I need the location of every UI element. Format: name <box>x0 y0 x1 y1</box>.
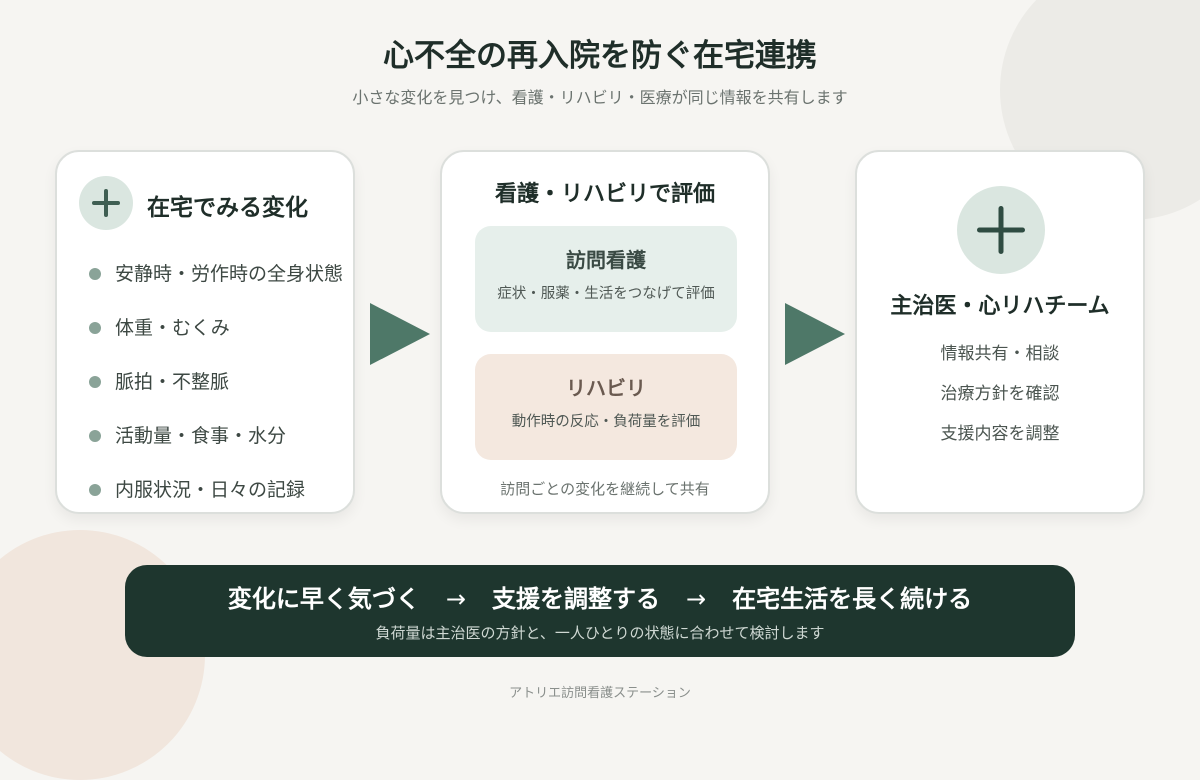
evaluation-footer: 訪問ごとの変化を継続して共有 <box>500 480 710 498</box>
arrow-right-icon: → <box>445 585 466 613</box>
list-item: 活動量・食事・水分 <box>87 424 343 478</box>
banner-step: 在宅生活を長く続ける <box>732 585 973 613</box>
bullet-dot <box>89 268 101 280</box>
evaluation-card: 看護・リハビリで評価 訪問看護 症状・服薬・生活をつなげて評価 リハビリ 動作時… <box>440 150 770 514</box>
plus-icon <box>79 176 133 230</box>
list-item: 支援内容を調整 <box>940 424 1060 444</box>
plus-icon <box>957 186 1045 274</box>
home-changes-card: 在宅でみる変化 安静時・労作時の全身状態 体重・むくみ 脈拍・不整脈 活動量・食… <box>55 150 355 514</box>
list-item-text: 内服状況・日々の記録 <box>115 479 306 501</box>
list-item-text: 体重・むくみ <box>115 317 230 339</box>
banner-step: 支援を調整する <box>492 585 660 613</box>
page-title: 心不全の再入院を防ぐ在宅連携 <box>383 38 817 74</box>
list-item-text: 安静時・労作時の全身状態 <box>115 263 344 285</box>
evaluation-heading: 看護・リハビリで評価 <box>494 182 715 207</box>
list-item: 情報共有・相談 <box>940 344 1060 364</box>
rehab-title: リハビリ <box>566 376 646 400</box>
page-subtitle: 小さな変化を見つけ、看護・リハビリ・医療が同じ情報を共有します <box>352 88 848 107</box>
list-item: 治療方針を確認 <box>940 384 1060 404</box>
footer-organization: アトリエ訪問看護ステーション <box>509 686 691 701</box>
care-team-heading: 主治医・心リハチーム <box>890 294 1110 319</box>
bullet-dot <box>89 430 101 442</box>
bullet-dot <box>89 376 101 388</box>
list-item-text: 活動量・食事・水分 <box>115 425 287 447</box>
banner-steps: 変化に早く気づく → 支援を調整する → 在宅生活を長く続ける <box>125 579 1075 614</box>
bullet-dot <box>89 484 101 496</box>
list-item-text: 脈拍・不整脈 <box>115 371 230 393</box>
summary-banner: 変化に早く気づく → 支援を調整する → 在宅生活を長く続ける 負荷量は主治医の方針と、… <box>125 565 1075 657</box>
home-changes-list: 安静時・労作時の全身状態 体重・むくみ 脈拍・不整脈 活動量・食事・水分 内服状… <box>87 262 343 532</box>
care-team-card: 主治医・心リハチーム 情報共有・相談 治療方針を確認 支援内容を調整 <box>855 150 1145 514</box>
list-item: 体重・むくみ <box>87 316 343 370</box>
rehab-desc: 動作時の反応・負荷量を評価 <box>511 414 701 430</box>
home-nursing-title: 訪問看護 <box>566 248 646 272</box>
triangle-right-icon <box>370 303 430 369</box>
banner-step: 変化に早く気づく <box>227 585 420 613</box>
list-item: 脈拍・不整脈 <box>87 370 343 424</box>
list-item: 安静時・労作時の全身状態 <box>87 262 343 316</box>
home-nursing-box: 訪問看護 症状・服薬・生活をつなげて評価 <box>475 226 737 332</box>
bullet-dot <box>89 322 101 334</box>
list-item: 内服状況・日々の記録 <box>87 478 343 532</box>
arrow-right-icon: → <box>686 585 707 613</box>
banner-note: 負荷量は主治医の方針と、一人ひとりの状態に合わせて検討します <box>375 624 825 642</box>
care-team-list: 情報共有・相談 治療方針を確認 支援内容を調整 <box>857 342 1143 462</box>
home-nursing-desc: 症状・服薬・生活をつなげて評価 <box>497 286 715 302</box>
triangle-right-icon <box>785 303 845 369</box>
home-changes-heading: 在宅でみる変化 <box>147 195 308 221</box>
rehab-box: リハビリ 動作時の反応・負荷量を評価 <box>475 354 737 460</box>
